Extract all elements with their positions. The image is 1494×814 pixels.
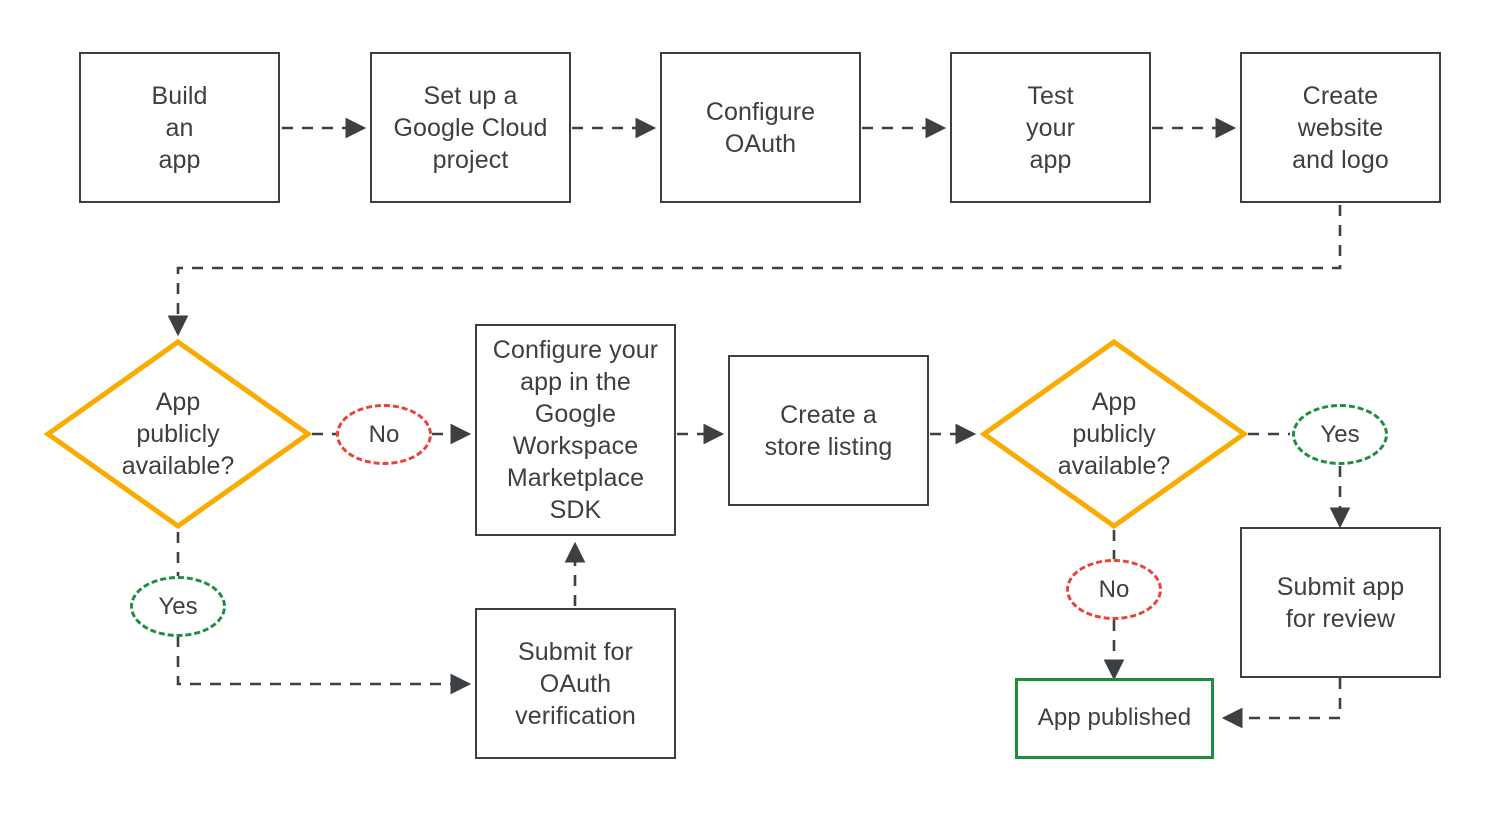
node-create-website-and-logo[interactable]: Create website and logo [1240, 52, 1441, 203]
node-create-a-store-listing[interactable]: Create a store listing [728, 355, 929, 506]
decision-1-label: App publicly available? [121, 388, 235, 480]
node-set-up-google-cloud-project[interactable]: Set up a Google Cloud project [370, 52, 571, 203]
edge-label-yes-1: Yes [130, 576, 226, 637]
node-decision-app-publicly-available-1[interactable]: App publicly available? [43, 338, 313, 530]
node-configure-app-in-marketplace-sdk[interactable]: Configure your app in the Google Workspa… [475, 324, 676, 536]
node-test-your-app[interactable]: Test your app [950, 52, 1151, 203]
node-decision-app-publicly-available-2[interactable]: App publicly available? [979, 338, 1249, 530]
edge-submit-review-to-published [1221, 678, 1342, 729]
edge-yes-to-submit-oauth [176, 636, 472, 695]
diamond-outline-icon [979, 338, 1249, 530]
decision-2-label: App publicly available? [1057, 388, 1171, 480]
node-configure-oauth[interactable]: Configure OAuth [660, 52, 861, 203]
edge-website-to-decision1 [167, 205, 1342, 337]
node-submit-app-for-review[interactable]: Submit app for review [1240, 527, 1441, 678]
edge-label-no-1: No [336, 404, 432, 465]
node-app-published[interactable]: App published [1015, 678, 1214, 759]
node-build-an-app[interactable]: Build an app [79, 52, 280, 203]
node-submit-for-oauth-verification[interactable]: Submit for OAuth verification [475, 608, 676, 759]
edge-label-no-2: No [1066, 559, 1162, 620]
edge-label-yes-2: Yes [1292, 404, 1388, 465]
diamond-outline-icon [43, 338, 313, 530]
